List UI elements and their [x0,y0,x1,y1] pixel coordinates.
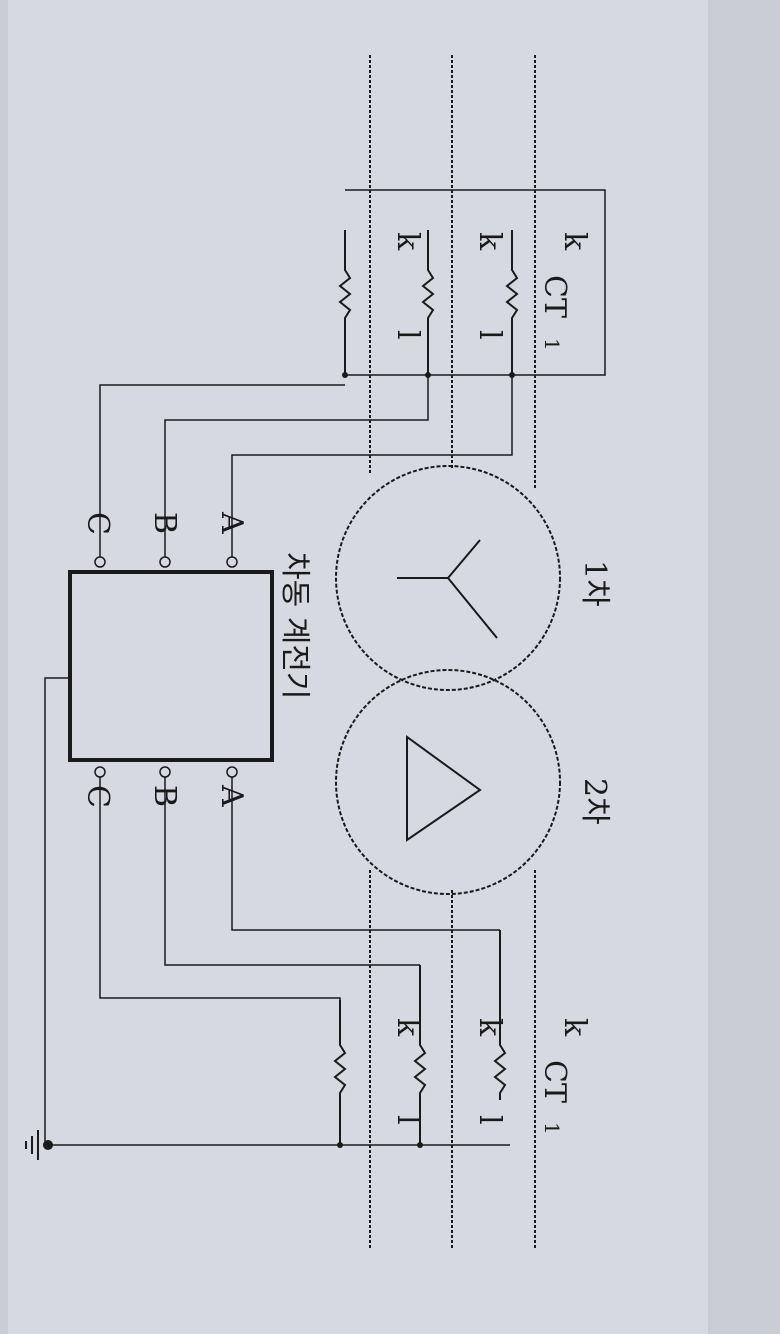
terminal-c-out: C [80,785,115,808]
terminal-a-out: A [214,784,249,807]
primary-label: 1차 [577,560,612,607]
bottom-ct-subscript: 1 [540,1122,564,1135]
top-ct-label: CT [537,275,572,318]
top-ct-coils [338,230,519,375]
wiring [44,375,513,1146]
delta-symbol [406,735,482,842]
relay-box [68,570,274,762]
relay-label: 차동 계전기 [277,552,312,700]
bottom-ct-label: CT [537,1060,572,1103]
top-k-2: k [472,232,507,251]
top-k-3: k [390,232,425,251]
bottom-ct-coils [333,930,507,1145]
top-l-3: l [390,330,425,340]
bottom-k-2: k [472,1018,507,1037]
primary-winding-circle [335,465,561,691]
secondary-winding-circle [335,669,561,895]
bottom-l-3: l [390,1115,425,1125]
terminal-c-in: C [80,512,115,535]
paper-background [8,0,708,1334]
relay-terminals [94,556,238,778]
terminal-a-in: A [214,511,249,534]
secondary-label: 2차 [577,778,612,825]
top-ct-subscript: 1 [540,338,564,351]
bottom-ct-k: k [557,1018,592,1037]
terminal-b-in: B [147,512,182,534]
top-ct-k: k [557,232,592,251]
bottom-l-2: l [472,1115,507,1125]
wye-symbol [397,539,498,639]
bottom-k-3: k [390,1018,425,1037]
power-lines [369,55,536,1250]
ground-icon [25,1130,39,1160]
top-l-2: l [472,330,507,340]
top-ct-frame [345,189,606,376]
terminal-b-out: B [147,785,182,807]
